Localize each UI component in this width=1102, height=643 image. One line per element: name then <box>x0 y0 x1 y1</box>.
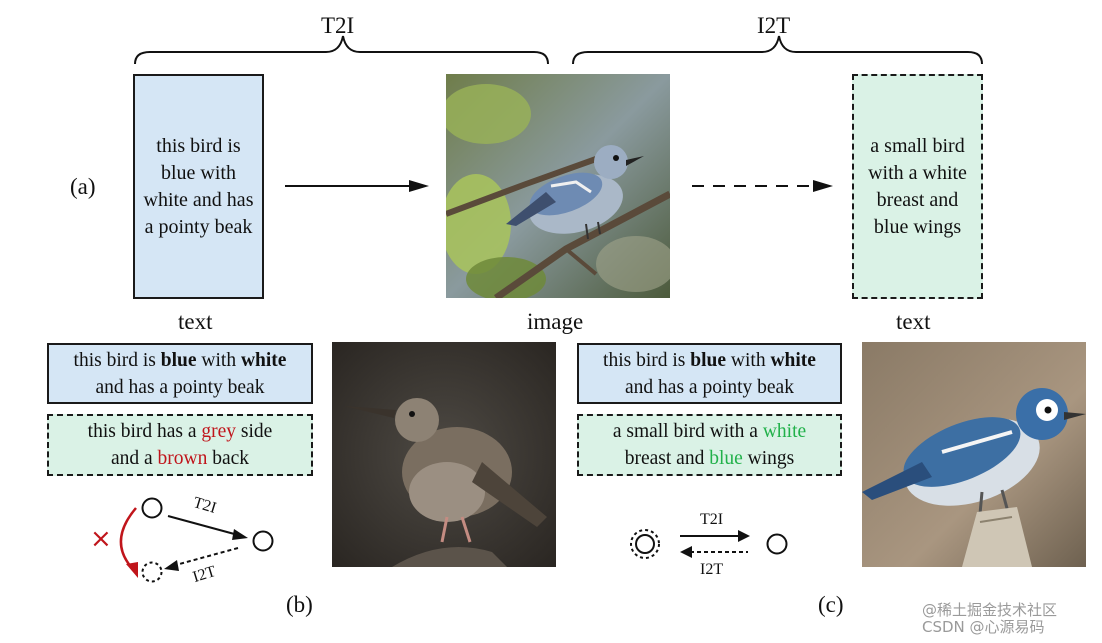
panel-b-cycle-diagram <box>119 497 274 583</box>
bird-illustration-a <box>446 74 670 298</box>
keyword-white: white <box>240 349 287 371</box>
t2i-arrow <box>285 180 429 192</box>
bird-illustration-b <box>332 342 556 567</box>
t2i-label: T2I <box>321 13 355 38</box>
watermark: @稀土掘金技术社区 CSDN @心源易码 <box>922 601 1058 636</box>
caption-text-left: text <box>178 309 213 334</box>
recon-text-node <box>141 561 163 583</box>
text-segment: and has a pointy beak <box>625 376 794 398</box>
text-node <box>141 497 163 519</box>
text-segment: a small bird with a <box>612 421 763 442</box>
mismatch-cross-icon: × <box>90 524 112 554</box>
input-text: this bird is blue with white and has a p… <box>143 134 254 238</box>
text-segment: wings <box>742 448 795 469</box>
text-segment: side <box>236 421 273 442</box>
text-segment: back <box>207 448 250 469</box>
panel-b-generated-text-box: this bird has a grey side and a brown ba… <box>47 414 313 476</box>
output-text-box: a small bird with a white breast and blu… <box>852 74 983 299</box>
text-segment: with <box>726 349 771 371</box>
panel-c-generated-text: a small bird with a white breast and blu… <box>613 418 806 472</box>
caption-image: image <box>527 309 584 334</box>
image-node <box>252 530 274 552</box>
highlight-brown: brown <box>157 448 208 469</box>
panel-b-real-text-box: this bird is blue with white and has a p… <box>47 343 313 404</box>
panel-c-t2i-label: T2I <box>700 511 724 528</box>
output-text: a small bird with a white breast and blu… <box>868 134 967 238</box>
highlight-blue: blue <box>709 448 743 469</box>
text-segment: this bird is <box>73 349 161 371</box>
text-segment: and has a pointy beak <box>95 376 265 398</box>
text-segment: this bird has a <box>87 421 202 442</box>
i2t-dashed-arrow <box>692 180 833 192</box>
text-segment: and a <box>110 448 158 469</box>
panel-c-real-text-box: this bird is blue with white and has a p… <box>577 343 842 404</box>
text-segment: breast and <box>624 448 710 469</box>
panel-b-bird-image <box>332 342 556 567</box>
panel-c-label: (c) <box>818 592 844 617</box>
input-text-box: this bird is blue with white and has a p… <box>133 74 264 299</box>
panel-b-generated-text: this bird has a grey side and a brown ba… <box>88 418 273 472</box>
caption-text-right: text <box>896 309 931 334</box>
panel-b-label: (b) <box>286 592 313 617</box>
panel-c-generated-text-box: a small bird with a white breast and blu… <box>577 414 842 476</box>
highlight-grey: grey <box>201 421 237 442</box>
highlight-white: white <box>762 421 807 442</box>
panel-c-cycle-diagram <box>630 529 788 559</box>
panel-c-i2t-label: I2T <box>700 561 724 578</box>
t2i-brace <box>134 35 983 65</box>
panel-a-label: (a) <box>70 174 96 199</box>
text-node-inner <box>635 534 655 554</box>
text-segment: this bird is <box>603 349 691 371</box>
i2t-label: I2T <box>757 13 791 38</box>
keyword-blue: blue <box>690 349 727 371</box>
panel-c-bird-image <box>862 342 1086 567</box>
panel-b-real-text: this bird is blue with white and has a p… <box>74 347 287 401</box>
image-node <box>766 533 788 555</box>
generated-bird-image <box>446 74 670 298</box>
keyword-white: white <box>770 349 816 371</box>
text-segment: with <box>196 349 241 371</box>
keyword-blue: blue <box>160 349 197 371</box>
panel-c-real-text: this bird is blue with white and has a p… <box>603 347 816 401</box>
bird-illustration-c <box>862 342 1086 567</box>
